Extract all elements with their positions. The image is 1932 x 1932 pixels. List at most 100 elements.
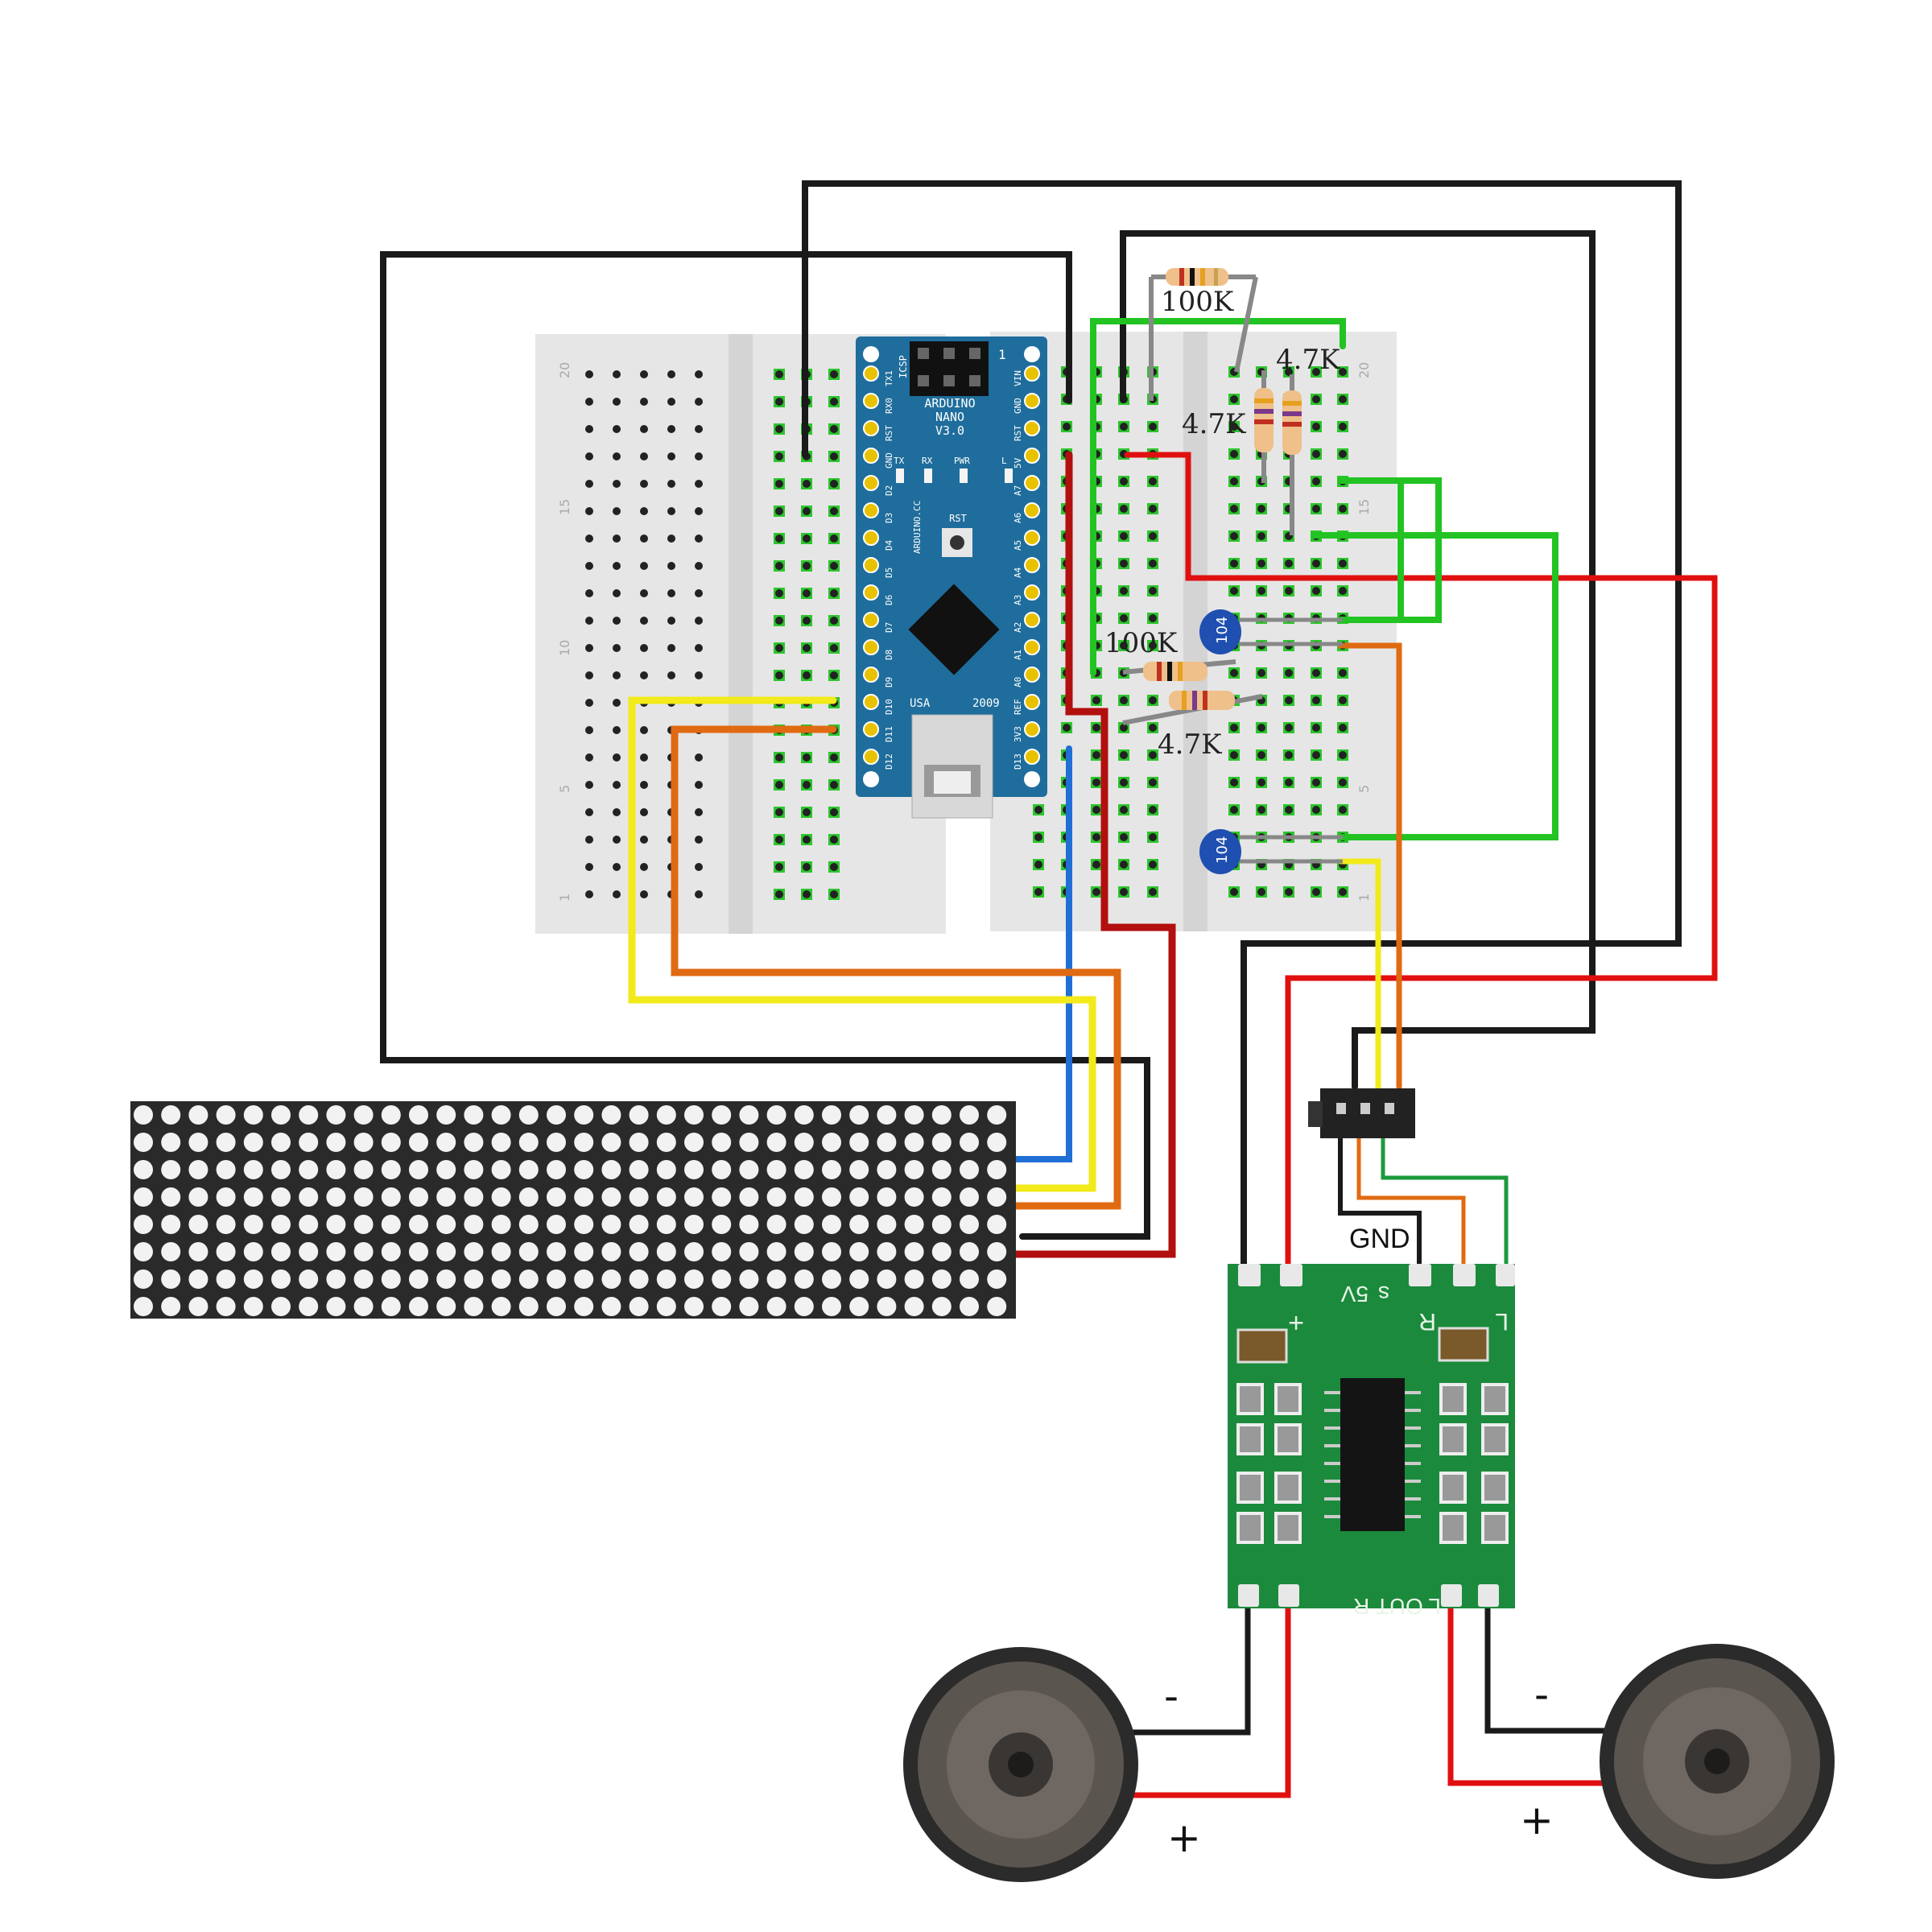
led-matrix-module	[130, 1101, 1016, 1319]
nano-pin-label-right: D13	[1013, 753, 1023, 770]
breadboard-hole	[640, 753, 648, 762]
arduino-cc-label: ARDUINO.CC	[912, 501, 923, 554]
nano-pin-left	[863, 448, 879, 464]
nano-pin-label-left: D11	[884, 726, 894, 742]
led-dot	[299, 1242, 319, 1261]
nano-pin-label-left: D9	[884, 677, 894, 687]
breadboard-hole	[1120, 642, 1128, 650]
led-dot	[409, 1269, 428, 1289]
resistor-label-100k-mid: 100K	[1104, 627, 1178, 659]
breadboard-hole	[667, 370, 675, 378]
breadboard-hole	[1257, 669, 1265, 677]
led-dot	[161, 1215, 181, 1234]
led-dot	[904, 1269, 924, 1289]
amp-5v-label: 5V	[1340, 1282, 1368, 1307]
breadboard-hole	[667, 480, 675, 488]
led-dot	[518, 1215, 539, 1234]
breadboard-hole	[613, 836, 621, 844]
breadboard-hole	[1034, 861, 1042, 869]
capacitor-104-bottom: 104	[1199, 829, 1343, 874]
breadboard-hole	[585, 781, 593, 789]
nano-pin-label-right: A6	[1013, 513, 1023, 523]
breadboard-hole	[640, 535, 648, 543]
led-pwr	[960, 469, 968, 483]
breadboard-hole	[775, 562, 783, 570]
led-dot	[601, 1133, 621, 1152]
led-dot	[353, 1133, 374, 1152]
led-dot	[656, 1297, 676, 1316]
breadboard-hole	[640, 890, 648, 898]
nano-pin-right	[1024, 667, 1040, 683]
nano-pin-right	[1024, 475, 1040, 491]
breadboard-hole	[1230, 587, 1238, 595]
led-dot	[134, 1105, 153, 1125]
led-dot	[877, 1105, 897, 1125]
breadboard-hole	[667, 507, 675, 515]
led-dot	[601, 1215, 621, 1234]
nano-pin-label-left: D7	[884, 622, 894, 633]
arduino-nano: ICSP 1 ARDUINO NANO V3.0 TX RX PWR L RST…	[856, 336, 1047, 819]
led-dot	[326, 1160, 346, 1179]
led-dot	[326, 1215, 346, 1234]
breadboard-hole	[1285, 888, 1293, 896]
led-dot	[409, 1187, 428, 1207]
led-dot	[960, 1215, 979, 1234]
led-dot	[271, 1242, 291, 1261]
breadboard-right	[990, 332, 1397, 931]
capacitor-label-bottom: 104	[1214, 836, 1231, 864]
led-dot	[243, 1215, 263, 1234]
breadboard-hole	[695, 480, 703, 488]
breadboard-hole	[613, 781, 621, 789]
led-dot	[216, 1187, 236, 1207]
led-dot	[381, 1160, 401, 1179]
breadboard-hole	[1120, 587, 1128, 595]
breadboard-hole	[695, 562, 703, 570]
resistor-label-47k-a: 4.7K	[1276, 344, 1340, 376]
left-speaker-minus-label: -	[1164, 1673, 1179, 1719]
breadboard-hole	[585, 836, 593, 844]
led-dot	[656, 1215, 676, 1234]
breadboard-hole	[775, 890, 783, 898]
nano-pin-right	[1024, 557, 1040, 573]
led-dot	[766, 1269, 786, 1289]
breadboard-hole	[640, 562, 648, 570]
led-dot	[436, 1105, 456, 1125]
breadboard-hole	[585, 398, 593, 406]
breadboard-hole	[1339, 559, 1347, 568]
row-number-15: 15	[557, 499, 572, 515]
breadboard-hole	[1120, 696, 1128, 704]
breadboard-hole	[1092, 806, 1100, 814]
breadboard-hole	[1339, 395, 1347, 403]
led-dot	[271, 1133, 291, 1152]
breadboard-hole	[830, 644, 838, 652]
led-dot	[574, 1242, 594, 1261]
breadboard-hole	[695, 617, 703, 625]
breadboard-hole	[775, 398, 783, 406]
breadboard-hole	[695, 890, 703, 898]
breadboard-hole	[695, 507, 703, 515]
nano-pin-left	[863, 721, 879, 737]
nano-pin-right	[1024, 530, 1040, 546]
breadboard-hole	[803, 671, 811, 679]
breadboard-hole	[803, 507, 811, 515]
led-dot	[960, 1242, 979, 1261]
breadboard-hole	[695, 398, 703, 406]
breadboard-hole	[803, 890, 811, 898]
breadboard-hole	[613, 808, 621, 816]
led-dot	[547, 1105, 566, 1125]
led-dot	[987, 1133, 1007, 1152]
nano-pin-label-left: RX0	[884, 398, 894, 414]
led-dot	[877, 1160, 897, 1179]
breadboard-hole	[830, 890, 838, 898]
breadboard-hole	[830, 398, 838, 406]
led-dot	[161, 1133, 181, 1152]
wire-darkred-matrix-vcc	[1012, 451, 1176, 1258]
breadboard-hole	[830, 370, 838, 378]
led-dot	[684, 1242, 704, 1261]
led-dot	[601, 1105, 621, 1125]
led-dot	[766, 1160, 786, 1179]
led-dot	[409, 1133, 428, 1152]
led-dot	[712, 1215, 732, 1234]
led-dot	[491, 1133, 511, 1152]
breadboard-hole	[585, 808, 593, 816]
